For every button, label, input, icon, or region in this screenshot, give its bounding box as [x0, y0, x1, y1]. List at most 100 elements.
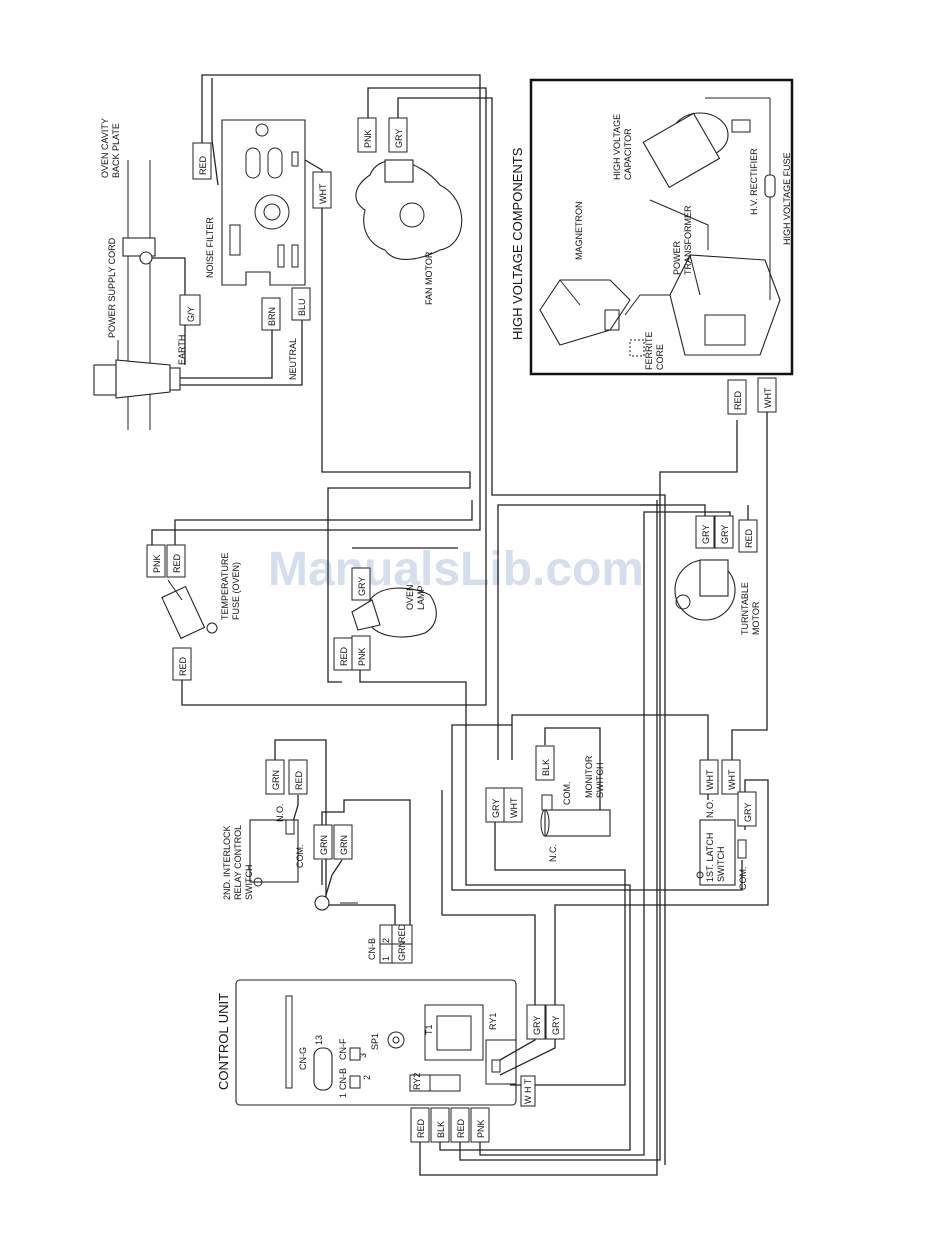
svg-text:RED: RED: [456, 1118, 466, 1138]
power-supply-cord-label: POWER SUPPLY CORD: [107, 237, 117, 338]
svg-text:RED: RED: [178, 656, 188, 676]
wire-tag: BRN: [261, 297, 281, 331]
temp-fuse-label-1: TEMPERATURE: [220, 553, 230, 620]
wire-tag: RED: [727, 379, 747, 415]
hv-capacitor-label-1: HIGH VOLTAGE: [612, 114, 622, 180]
svg-text:GRN: GRN: [339, 835, 349, 855]
cu-ry2-label: RY2: [412, 1073, 422, 1090]
svg-text:GRY: GRY: [720, 525, 730, 544]
cu-wht-label: W H T: [523, 1078, 533, 1104]
svg-text:GRY: GRY: [491, 799, 501, 818]
hv-capacitor-label-2: CAPACITOR: [623, 128, 633, 180]
wire-tag: GRY: [714, 515, 734, 549]
wire-tag: RED: [172, 647, 192, 681]
latch-label-2: SWITCH: [716, 847, 726, 883]
hv-rectifier-label: H.V. RECTIFIER: [749, 148, 759, 215]
svg-text:GRY: GRY: [701, 525, 711, 544]
interlock-relay-switch: [249, 819, 358, 911]
monitor-switch-label-2: SWITCH: [595, 763, 605, 799]
interlock-label-3: SWITCH: [244, 865, 254, 901]
wires: [150, 74, 769, 1176]
wire-tag: RED: [410, 1107, 430, 1143]
latch-switch: [696, 819, 747, 886]
oven-cavity-label-2: BACK PLATE: [111, 123, 121, 178]
interlock-com-label: COM.: [295, 845, 305, 869]
latch-no-label: N.O.: [705, 799, 715, 818]
control-unit-title: CONTROL UNIT: [216, 993, 231, 1090]
cu-pin3-label: 3: [358, 1053, 368, 1058]
cu-cnb-label: CN-B: [338, 1068, 348, 1090]
control-unit: [235, 979, 536, 1107]
cnb-label: CN-B: [367, 938, 377, 960]
svg-text:WHT: WHT: [318, 183, 328, 204]
turntable-label-1: TURNTABLE: [740, 582, 750, 635]
svg-text:GRN: GRN: [271, 770, 281, 790]
interlock-label-2: RELAY CONTROL: [233, 825, 243, 900]
earth-label: EARTH: [177, 335, 187, 365]
svg-text:GRY: GRY: [394, 129, 404, 148]
cu-pin1-label: 1: [338, 1093, 348, 1098]
wire-tag: GRY: [737, 791, 757, 827]
wire-tag: GRN: [313, 824, 333, 860]
hv-components-title: HIGH VOLTAGE COMPONENTS: [510, 147, 525, 340]
temperature-fuse: [161, 579, 218, 640]
wire-tag: PNK: [357, 117, 377, 153]
turntable-motor: [674, 559, 736, 621]
power-transformer-label-1: POWER: [672, 240, 682, 275]
wire-tag: BLK: [430, 1107, 450, 1143]
wire-tag: RED: [738, 519, 758, 553]
wire-tag: PNK: [351, 635, 371, 671]
svg-text:RED: RED: [416, 1118, 426, 1138]
wire-tag: GRY: [526, 1004, 546, 1040]
wire-tag: WHT: [757, 377, 777, 413]
svg-text:GRY: GRY: [532, 1016, 542, 1035]
fan-motor-label: FAN MOTOR: [424, 251, 434, 305]
wire-tag: RED: [192, 142, 212, 180]
svg-text:RED: RED: [744, 528, 754, 548]
cnb-connector: [379, 924, 413, 964]
wire-tag: GRY: [351, 567, 371, 601]
magnetron-label: MAGNETRON: [574, 202, 584, 261]
svg-text:RED: RED: [339, 646, 349, 666]
noise-filter: [221, 119, 306, 286]
cu-pin2-label: 2: [362, 1075, 372, 1080]
oven-lamp-label-1: OVEN: [405, 584, 415, 610]
svg-text:PNK: PNK: [152, 554, 162, 573]
svg-text:GRY: GRY: [743, 803, 753, 822]
oven-lamp: [351, 587, 437, 638]
monitor-nc-label: N.C.: [548, 844, 558, 862]
neutral-label: NEUTRAL: [288, 338, 298, 380]
svg-text:WHT: WHT: [727, 769, 737, 790]
latch-com-label: COM.: [738, 867, 748, 891]
wire-tag: WHT: [721, 759, 741, 795]
power-supply-cord: [93, 340, 181, 399]
cnb-wire-grn: GRN: [397, 941, 407, 961]
svg-text:RED: RED: [733, 390, 743, 410]
svg-text:PNK: PNK: [476, 1119, 486, 1138]
wire-tag: GRY: [545, 1004, 565, 1040]
cu-t1-label: T1: [424, 1024, 434, 1035]
cnb-pin-1: 1: [381, 956, 391, 961]
power-transformer-label-2: TRANSFORMER: [683, 205, 693, 275]
wire-tag: WHT: [312, 171, 332, 209]
svg-text:RED: RED: [294, 770, 304, 790]
wire-tag: GRN: [265, 759, 285, 795]
svg-text:WHT: WHT: [509, 797, 519, 818]
cu-pin13-label: 13: [314, 1035, 324, 1045]
wire-tag: RED: [166, 544, 186, 578]
fan-motor: [355, 159, 463, 261]
svg-text:WHT: WHT: [763, 387, 773, 408]
svg-text:GRN: GRN: [319, 835, 329, 855]
cu-cnf-label: CN-F: [338, 1038, 348, 1060]
oven-lamp-label-2: LAMP: [416, 585, 426, 610]
wire-tag: GRY: [388, 117, 408, 153]
hv-fuse-label: HIGH VOLTAGE FUSE: [782, 152, 792, 245]
wire-tag: RED: [333, 637, 353, 671]
monitor-com-label: COM.: [562, 782, 572, 806]
svg-text:PNK: PNK: [357, 647, 367, 666]
wire-tag: WHT: [699, 759, 719, 795]
interlock-no-label: N.O.: [275, 803, 285, 822]
wire-tag: WHT: [503, 787, 523, 823]
svg-text:WHT: WHT: [705, 769, 715, 790]
svg-text:G/Y: G/Y: [186, 306, 196, 322]
